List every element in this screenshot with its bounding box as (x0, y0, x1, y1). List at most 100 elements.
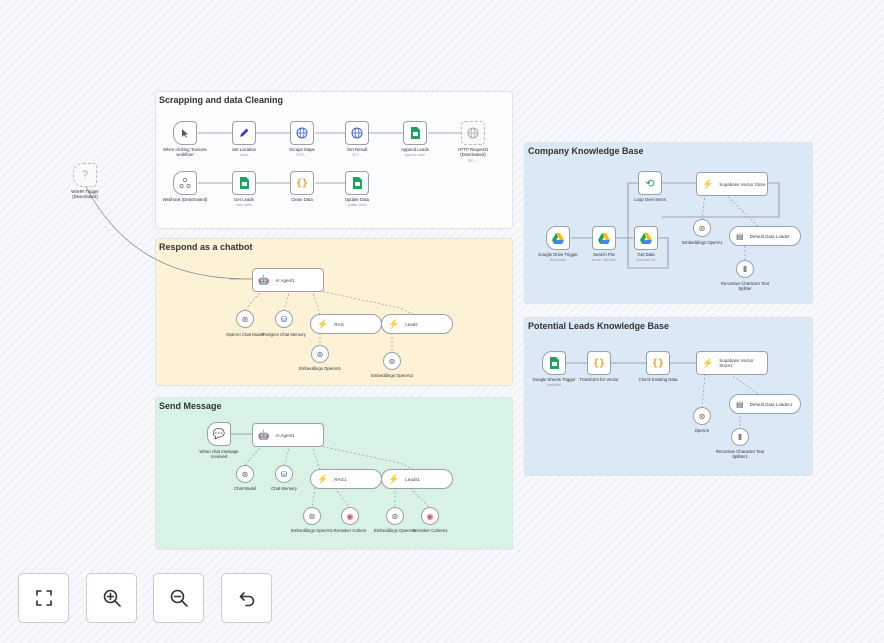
node-subtitle: read: sheet (236, 203, 252, 207)
http-request1-node[interactable] (461, 121, 485, 145)
code-icon: {} (592, 357, 606, 369)
group-title: Send Message (159, 401, 222, 411)
openai-icon: ⊛ (241, 469, 249, 479)
node-label: OpenAI (694, 428, 710, 433)
reranker-cohere1-node[interactable]: ◉ (421, 507, 439, 525)
text-splitter-node[interactable]: ‖ (736, 260, 754, 278)
webhook-node[interactable] (173, 171, 197, 195)
node-label: Loop Over Items (634, 197, 666, 202)
node-label: Get Leads (234, 197, 254, 202)
node-label: When clicking 'Execute workflow' (162, 147, 208, 158)
node-label: OpenAI Chat Model (226, 332, 264, 337)
node-label: Embeddings OpenAI (682, 240, 722, 245)
sheets-icon (550, 357, 559, 369)
transform-for-vector-node[interactable]: {} (587, 351, 611, 375)
node-label: Embeddings OpenAI1 (290, 528, 334, 533)
rag-node[interactable]: ⚡ RAG (310, 314, 382, 334)
node-subtitle: download: file (636, 258, 656, 262)
openai-icon: ⊛ (388, 356, 396, 366)
send-embeddings2-node[interactable]: ⊛ (386, 507, 404, 525)
openai-chat-model-node[interactable]: ⊛ (236, 310, 254, 328)
default-data-loader1-node[interactable]: ▤ Default Data Loader1 (729, 394, 801, 414)
expand-icon (35, 590, 52, 606)
loop-icon: ⟲ (645, 177, 655, 190)
chat-trigger-node[interactable]: 💬 (207, 422, 231, 446)
node-label: When chat message received (199, 449, 239, 460)
openai-icon: ⊛ (241, 314, 249, 324)
node-label: Append Leads (401, 147, 429, 152)
node-label: Google Sheets Trigger (532, 377, 576, 382)
splitter-icon: ‖ (743, 264, 747, 274)
google-drive-icon (598, 232, 610, 244)
node-subtitle: output (239, 153, 249, 157)
node-label: Clean Data (291, 197, 313, 202)
check-existing-data-node[interactable]: {} (646, 351, 670, 375)
update-data-node[interactable] (345, 171, 369, 195)
rag1-node[interactable]: ⚡ RAG1 (310, 469, 382, 489)
manual-trigger-node[interactable] (173, 121, 197, 145)
node-subtitle: rowAdded (546, 383, 562, 387)
sheets-icon (411, 127, 420, 139)
ai-agent1-node[interactable]: 🤖 AI Agent1 (252, 268, 324, 292)
openai-icon: ⊛ (698, 223, 706, 233)
node-label: RAG (334, 321, 344, 327)
embeddings-openai2-node[interactable]: ⊛ (383, 352, 401, 370)
node-label: Transform for Vector (579, 377, 619, 382)
leads1-node[interactable]: ⚡ Leads1 (381, 469, 453, 489)
default-data-loader-node[interactable]: ▤ Default Data Loader (729, 226, 801, 246)
node-subtitle: GET: ... (351, 153, 363, 157)
code-icon: {} (651, 357, 665, 369)
node-label: RAG1 (334, 476, 347, 482)
chat-bubble-icon: 💬 (212, 428, 226, 440)
text-splitter1-node[interactable]: ‖ (731, 428, 749, 446)
drive-trigger-node[interactable] (546, 226, 570, 250)
get-data-node[interactable] (634, 226, 658, 250)
node-label: Supabase Vector Store1 (719, 358, 754, 368)
scrape-maps-node[interactable] (290, 121, 314, 145)
search-file-node[interactable] (592, 226, 616, 250)
set-location-node[interactable] (232, 121, 256, 145)
postgres-memory-node[interactable]: ⛁ (275, 310, 293, 328)
zoom-in-button[interactable] (86, 573, 137, 623)
globe-icon (296, 127, 308, 139)
fit-view-button[interactable] (18, 573, 69, 623)
node-label: Embeddings OpenAI2 (370, 373, 414, 378)
node-label: Default Data Loader (749, 233, 790, 239)
sheets-trigger-node[interactable] (542, 351, 566, 375)
node-label: Leads (405, 321, 418, 327)
robot-icon: 🤖 (258, 429, 270, 440)
loop-over-items-node[interactable]: ⟲ (638, 171, 662, 195)
send-chat-memory-node[interactable]: ⛁ (275, 465, 293, 483)
node-label: WSHR Trigger (Deactivated) (71, 189, 99, 200)
reranker-cohere-node[interactable]: ◉ (341, 507, 359, 525)
append-leads-node[interactable] (403, 121, 427, 145)
send-embeddings1-node[interactable]: ⊛ (303, 507, 321, 525)
clean-data-node[interactable]: {} (290, 171, 314, 195)
send-ai-agent-node[interactable]: 🤖 AI Agent1 (252, 423, 324, 447)
embeddings-openai-node[interactable]: ⊛ (693, 219, 711, 237)
node-label: Google Drive Trigger (538, 252, 578, 257)
get-leads-node[interactable] (232, 171, 256, 195)
zoom-out-button[interactable] (153, 573, 204, 623)
node-label: Chat Model (234, 486, 256, 491)
supabase-vector-store-node[interactable]: ⚡ Supabase Vector Store (696, 172, 768, 196)
openai-icon: ⊛ (316, 349, 324, 359)
get-result-node[interactable] (345, 121, 369, 145)
node-subtitle: fileUpdated (549, 258, 567, 262)
document-icon: ▤ (736, 231, 744, 241)
openai-icon: ⊛ (698, 411, 706, 421)
leads-openai-node[interactable]: ⊛ (693, 407, 711, 425)
node-label: Default Data Loader1 (749, 401, 793, 407)
send-chat-model-node[interactable]: ⊛ (236, 465, 254, 483)
node-label: Embeddings OpenAI1 (373, 528, 417, 533)
supabase-vector-store1-node[interactable]: ⚡ Supabase Vector Store1 (696, 351, 768, 375)
wshr-trigger-node[interactable]: ? (73, 163, 97, 187)
database-icon: ⛁ (280, 469, 288, 479)
leads-node[interactable]: ⚡ Leads (381, 314, 453, 334)
supabase-icon: ⚡ (702, 357, 714, 368)
embeddings-openai1-node[interactable]: ⊛ (311, 345, 329, 363)
reset-zoom-button[interactable] (221, 573, 272, 623)
node-label: Leads1 (405, 476, 420, 482)
document-icon: ▤ (736, 399, 744, 409)
node-label: AI Agent1 (275, 277, 295, 283)
